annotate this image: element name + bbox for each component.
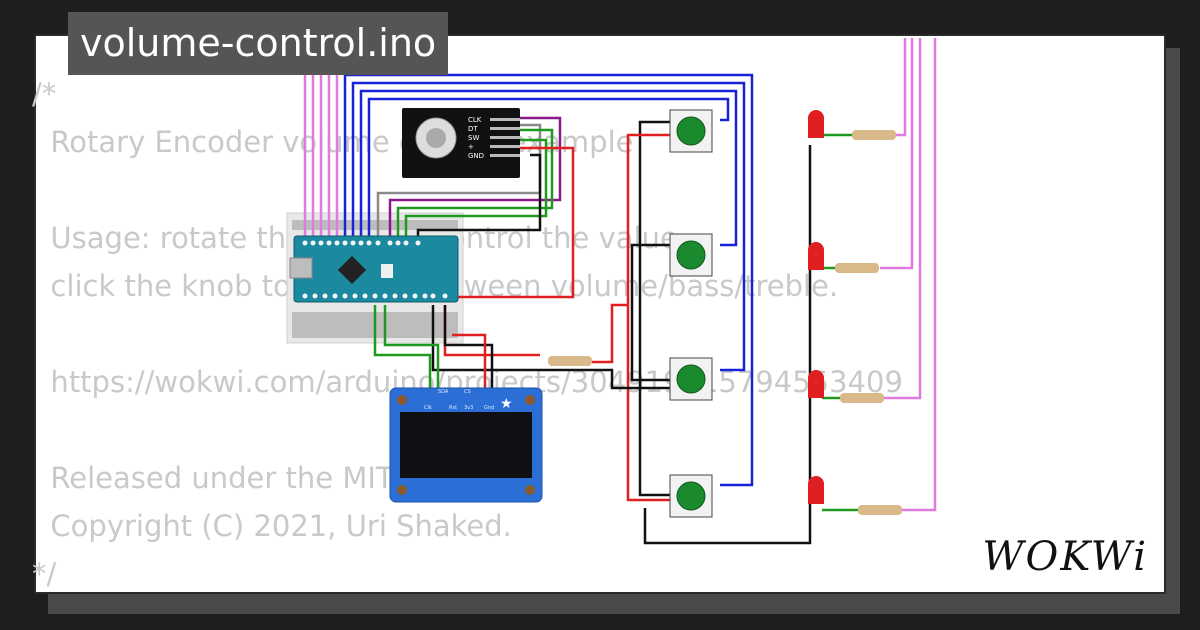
code-line: Copyright (C) 2021, Uri Shaked. (32, 509, 512, 543)
oled-wires (373, 305, 494, 395)
project-card[interactable] (34, 34, 1166, 594)
svg-text:+: + (468, 143, 474, 151)
rotary-encoder[interactable]: CLK DT SW + GND (402, 108, 520, 178)
oled-pin-labels: Clk SDA Rst CS 3v3 Gnd (424, 389, 494, 411)
svg-text:DT: DT (468, 125, 478, 133)
oled-display[interactable]: Clk SDA Rst CS 3v3 Gnd ★ (389, 387, 543, 503)
svg-text:Clk: Clk (424, 405, 432, 411)
wokwi-logo: WOKWi (982, 534, 1148, 580)
arduino-nano[interactable] (289, 235, 459, 303)
push-button-1[interactable] (669, 109, 713, 153)
push-button-2[interactable] (669, 233, 713, 277)
button-wires (431, 120, 812, 545)
push-button-3[interactable] (669, 357, 713, 401)
project-title[interactable]: volume-control.ino (68, 12, 449, 75)
code-preview: /* Rotary Encoder volume control example… (32, 70, 903, 598)
encoder-wires (376, 116, 575, 299)
svg-text:SW: SW (468, 134, 479, 142)
svg-text:Rst: Rst (449, 405, 457, 411)
svg-text:GND: GND (468, 152, 484, 160)
svg-text:CLK: CLK (468, 116, 482, 124)
code-line: /* (32, 77, 57, 111)
svg-text:3v3: 3v3 (464, 405, 473, 411)
resistors (548, 130, 902, 515)
encoder-pin-labels: CLK DT SW + GND (468, 116, 484, 160)
push-button-4[interactable] (669, 474, 713, 518)
code-line: */ (32, 557, 57, 591)
blue-wires (343, 73, 754, 487)
svg-text:Gnd: Gnd (484, 405, 494, 411)
leds (808, 110, 824, 504)
svg-text:SDA: SDA (438, 389, 449, 395)
svg-text:CS: CS (464, 389, 471, 395)
svg-text:★: ★ (500, 396, 513, 412)
